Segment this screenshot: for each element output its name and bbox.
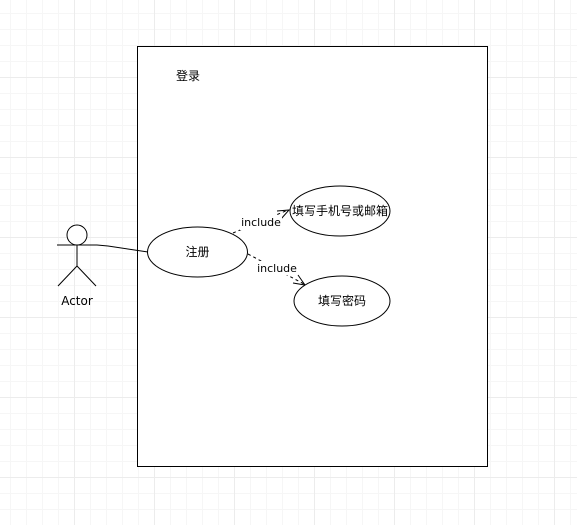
include-arrowhead-phone-email bbox=[276, 209, 291, 220]
association-line[interactable] bbox=[96, 244, 149, 253]
use-case-password[interactable] bbox=[293, 275, 391, 327]
actor[interactable] bbox=[57, 224, 97, 287]
include-label-bg-1 bbox=[240, 215, 282, 230]
use-case-password-label: 填写密码 bbox=[318, 293, 366, 308]
actor-left-leg bbox=[57, 265, 78, 287]
include-label-bg-2 bbox=[256, 261, 298, 275]
use-case-register-label: 注册 bbox=[185, 244, 209, 259]
include-label-1: include bbox=[241, 216, 281, 229]
actor-right-leg bbox=[76, 265, 97, 287]
use-case-phone-email-label: 填写手机号或邮箱 bbox=[292, 203, 388, 218]
actor-head bbox=[66, 224, 88, 246]
actor-label: Actor bbox=[61, 294, 93, 308]
include-label-2: include bbox=[257, 262, 297, 275]
use-case-register[interactable] bbox=[147, 226, 248, 278]
include-relation-phone-email[interactable] bbox=[232, 209, 289, 234]
system-boundary-label: 登录 bbox=[176, 68, 200, 83]
use-case-phone-email[interactable] bbox=[289, 185, 391, 237]
